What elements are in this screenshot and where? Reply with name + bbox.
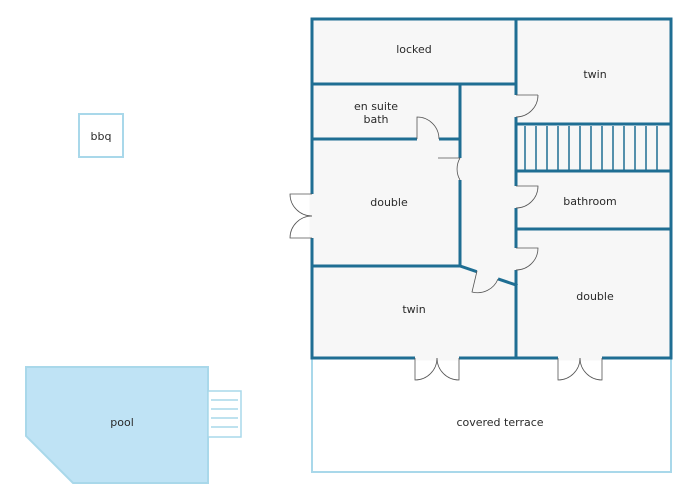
- bbq-label: bbq: [91, 130, 112, 143]
- room-label-locked: locked: [396, 43, 432, 56]
- room-label-en-suite-line2: bath: [363, 113, 388, 126]
- pool-label: pool: [110, 416, 134, 429]
- room-label-bathroom: bathroom: [563, 195, 616, 208]
- room-label-double-right: double: [576, 290, 614, 303]
- covered-terrace-label: covered terrace: [456, 416, 543, 429]
- room-label-double-left: double: [370, 196, 408, 209]
- door-swings: [289, 94, 603, 381]
- room-label-en-suite-line1: en suite: [354, 100, 398, 113]
- bbq-area: [78, 113, 124, 158]
- staircase: [524, 126, 658, 170]
- covered-terrace: [311, 357, 672, 473]
- room-label-twin-top: twin: [583, 68, 606, 81]
- pool-steps: [207, 390, 242, 438]
- house-floor: [312, 19, 671, 358]
- pool: [25, 366, 209, 484]
- room-label-twin-bottom: twin: [402, 303, 425, 316]
